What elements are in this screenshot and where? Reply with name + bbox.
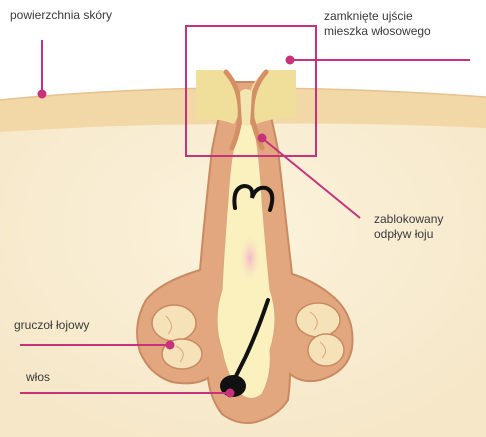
pointer-dot-sebaceous-gland bbox=[166, 341, 175, 350]
label-closed-opening-line1: zamknięte ujście bbox=[324, 9, 431, 24]
pore-plug-center bbox=[240, 89, 252, 126]
label-skin-surface: powierzchnia skóry bbox=[10, 8, 112, 23]
label-sebaceous-gland: gruczoł łojowy bbox=[14, 318, 89, 333]
gland-lobe-left-1 bbox=[152, 305, 196, 341]
label-closed-opening-line2: mieszka włosowego bbox=[324, 24, 431, 39]
pointer-dot-skin-surface bbox=[38, 90, 47, 99]
label-blocked-outflow-line2: odpływ łoju bbox=[374, 227, 443, 242]
label-blocked-sebum-outflow: zablokowany odpływ łoju bbox=[374, 212, 443, 242]
label-closed-follicle-opening: zamknięte ujście mieszka włosowego bbox=[324, 9, 431, 39]
pore-plug-right bbox=[250, 70, 296, 124]
sebum-glow bbox=[238, 232, 262, 284]
pointer-dot-hair bbox=[226, 389, 235, 398]
pointer-dot-closed-opening bbox=[286, 56, 295, 65]
pointer-dot-blocked-outflow bbox=[258, 134, 267, 143]
label-hair: włos bbox=[26, 370, 50, 385]
gland-lobe-right-1 bbox=[296, 303, 340, 337]
pore-plug-left bbox=[196, 70, 240, 124]
label-blocked-outflow-line1: zablokowany bbox=[374, 212, 443, 227]
